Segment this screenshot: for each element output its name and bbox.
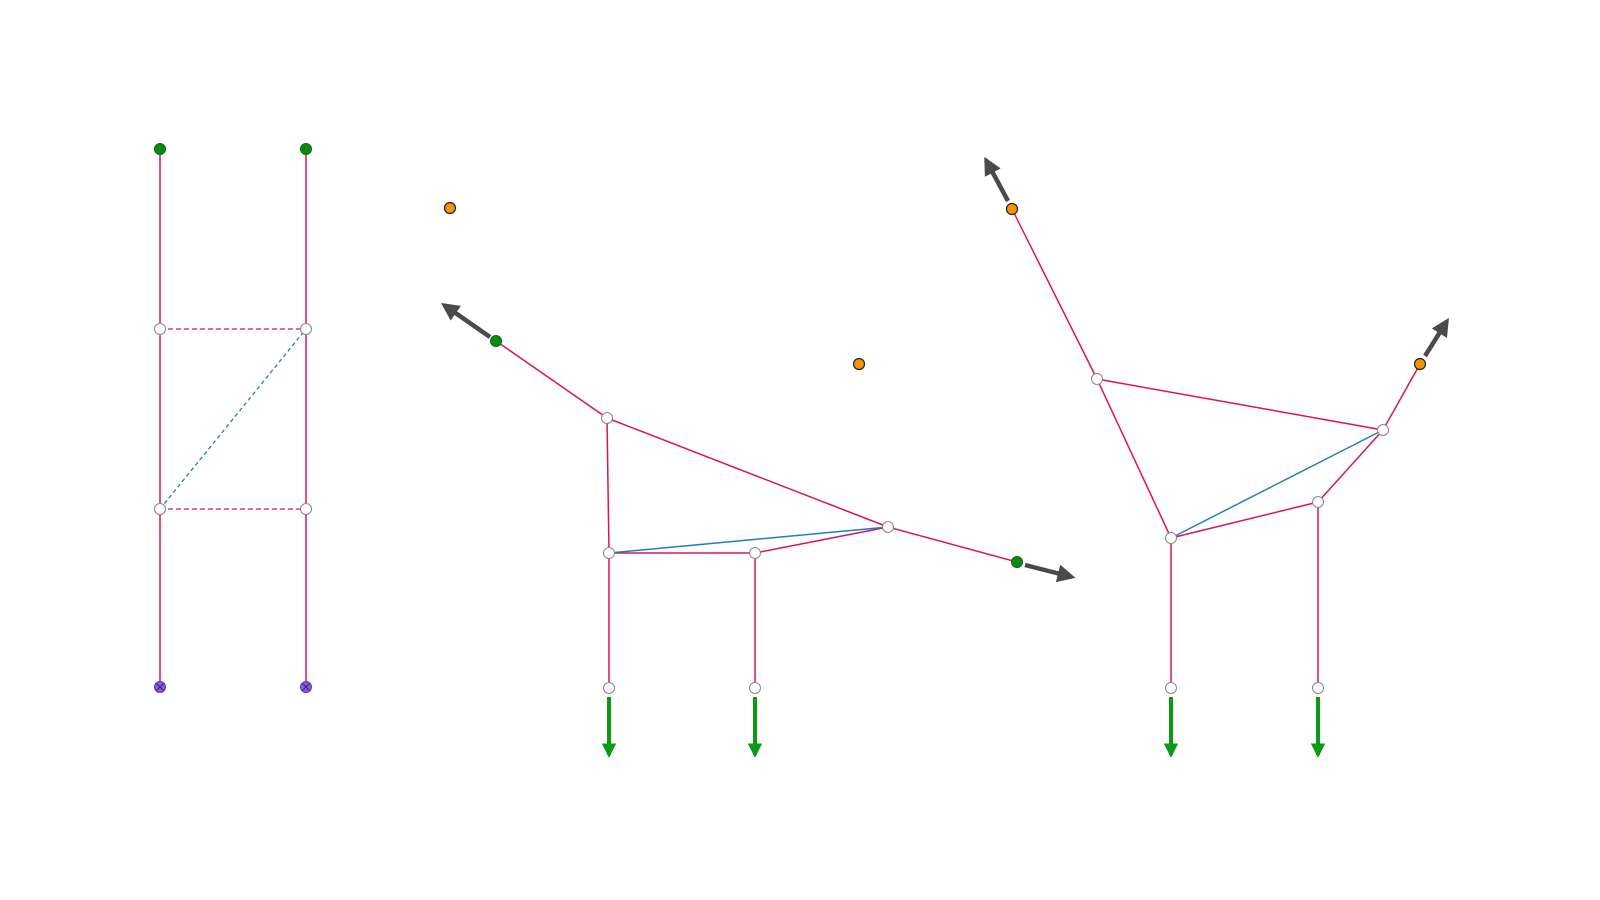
joint-node bbox=[1091, 373, 1103, 385]
force-arrow bbox=[441, 302, 492, 339]
crease-line bbox=[1317, 429, 1384, 503]
joint-node bbox=[603, 682, 615, 694]
joint-node bbox=[1312, 496, 1324, 508]
panel-partially-folded bbox=[441, 201, 1076, 758]
crease-line bbox=[606, 417, 889, 528]
joint-node bbox=[749, 682, 761, 694]
anchor-orange-node bbox=[1005, 202, 1019, 216]
crease-line bbox=[1096, 378, 1384, 431]
joint-node bbox=[749, 547, 761, 559]
anchor-green-node bbox=[300, 143, 312, 155]
anchor-green-node bbox=[154, 143, 166, 155]
anchor-green-node bbox=[1011, 556, 1023, 568]
anchor-orange-node bbox=[1413, 357, 1427, 371]
anchor-orange-node bbox=[443, 201, 457, 215]
joint-node bbox=[300, 503, 312, 515]
crease-line bbox=[1382, 363, 1421, 431]
fixed-support-node bbox=[300, 681, 312, 693]
joint-node bbox=[1165, 532, 1177, 544]
anchor-orange-node bbox=[852, 357, 866, 371]
joint-node bbox=[300, 323, 312, 335]
joint-node bbox=[154, 503, 166, 515]
diagonal-line bbox=[608, 526, 889, 554]
joint-node bbox=[1377, 424, 1389, 436]
joint-node bbox=[882, 521, 894, 533]
crease-line bbox=[606, 417, 610, 554]
joint-node bbox=[1165, 682, 1177, 694]
crease-line bbox=[754, 526, 889, 554]
force-arrow bbox=[1024, 562, 1076, 583]
anchor-green-node bbox=[490, 335, 502, 347]
force-arrow bbox=[1423, 317, 1449, 358]
joint-node bbox=[1312, 682, 1324, 694]
diagonal-dashed bbox=[159, 328, 307, 510]
panel-folded bbox=[984, 156, 1449, 758]
crease-line bbox=[1096, 378, 1172, 539]
crease-line bbox=[1011, 208, 1098, 380]
force-arrow bbox=[984, 156, 1010, 203]
crease-line bbox=[887, 526, 1018, 563]
joint-node bbox=[603, 547, 615, 559]
diagonal-line bbox=[1170, 429, 1384, 539]
crease-line bbox=[495, 340, 608, 419]
panel-unfolded-ladder bbox=[154, 143, 312, 693]
fixed-support-node bbox=[154, 681, 166, 693]
joint-node bbox=[154, 323, 166, 335]
crease-line bbox=[1170, 501, 1319, 539]
joint-node bbox=[601, 412, 613, 424]
